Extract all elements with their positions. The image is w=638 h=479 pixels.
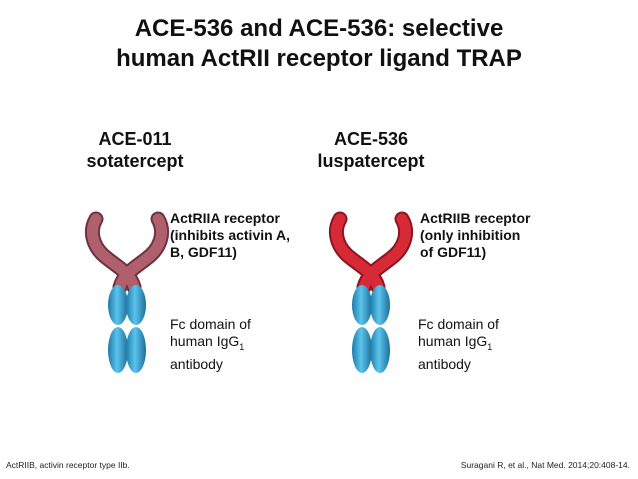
right-fc-igg: human IgG [418,333,487,349]
left-receptor-label-line2: (inhibits activin A, [170,227,290,244]
left-receptor-label-line3: B, GDF11) [170,244,290,261]
right-fc-label: Fc domain of human IgG1 antibody [418,316,499,373]
left-fc-label-line1: Fc domain of [170,316,251,333]
left-fc-label-line3: antibody [170,356,251,373]
left-fc-label: Fc domain of human IgG1 antibody [170,316,251,373]
right-fc-label-line3: antibody [418,356,499,373]
right-drug-code: ACE-536 [296,128,446,150]
slide-title-line2: human ActRII receptor ligand TRAP [0,44,638,74]
right-fc-label-line1: Fc domain of [418,316,499,333]
left-receptor-label-line1: ActRIIA receptor [170,210,290,227]
right-receptor-label: ActRIIB receptor (only inhibition of GDF… [420,210,530,261]
right-receptor-label-line2: (only inhibition [420,227,530,244]
right-receptor-label-line3: of GDF11) [420,244,530,261]
right-fc-label-line2: human IgG1 [418,333,499,356]
left-fc-igg: human IgG [170,333,239,349]
slide-title-line1: ACE-536 and ACE-536: selective [0,14,638,44]
footnote-citation: Suragani R, et al., Nat Med. 2014;20:408… [461,460,630,470]
left-fc-igg-subscript: 1 [239,342,244,352]
left-fc-domain [108,285,146,373]
left-fusion-protein-illustration [82,205,172,380]
right-receptor-arms [336,219,405,287]
left-receptor-label: ActRIIA receptor (inhibits activin A, B,… [170,210,290,261]
slide-title: ACE-536 and ACE-536: selective human Act… [0,14,638,74]
left-drug-name: sotatercept [60,150,210,172]
left-receptor-arms [92,219,161,287]
left-fc-label-line2: human IgG1 [170,333,251,356]
right-receptor-label-line1: ActRIIB receptor [420,210,530,227]
right-fc-domain [352,285,390,373]
right-drug-heading: ACE-536 luspatercept [296,128,446,172]
right-fc-igg-subscript: 1 [487,342,492,352]
right-drug-name: luspatercept [296,150,446,172]
right-fusion-protein-illustration [326,205,416,380]
left-drug-heading: ACE-011 sotatercept [60,128,210,172]
footnote-abbreviation: ActRIIB, activin receptor type IIb. [6,460,130,470]
left-drug-code: ACE-011 [60,128,210,150]
